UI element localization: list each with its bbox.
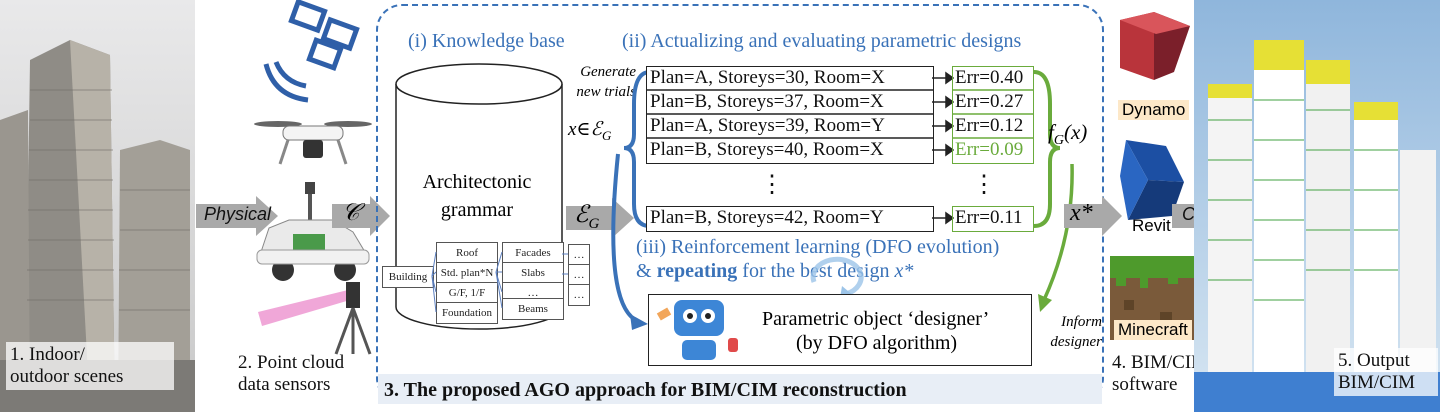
revit-icon [1120,140,1184,220]
rl-heading-line1: (iii) Reinforcement learning (DFO evolut… [636,236,1000,258]
sensors-panel [248,0,378,412]
tree-level3-0: … [568,244,590,266]
tree-level2-3: Beams [502,298,564,320]
physical-label: Physical [204,204,272,224]
knowledge-base-heading: (i) Knowledge base [408,30,565,52]
inform-designer-label: Inform designer [1050,314,1102,350]
tree-level3-2: … [568,284,590,306]
err-ellipsis: ⋮ [972,172,996,198]
rl-heading-line2: & repeating for the best design x* [636,260,914,282]
sensors-illustration [254,0,372,355]
satellite-icon [263,0,360,103]
tree-level1-1: Std. plan*N [436,262,498,284]
err-row-dividers [952,89,1034,139]
revit-label: Revit [1132,216,1171,235]
generate-brace [623,70,651,228]
tree-root-building: Building [382,266,434,288]
caption-output: 5. Output BIM/CIM [1334,348,1438,396]
repeat-cycle-icon [810,256,864,298]
robot-icon [656,300,738,360]
mapping-car-icon [256,182,370,281]
dynamo-icon [1120,12,1190,80]
err-value-1: Err=0.27 [955,91,1024,112]
dynamo-label: Dynamo [1118,100,1190,120]
approach-title: 3. The proposed AGO approach for BIM/CIM… [384,379,907,401]
minecraft-label: Minecraft [1114,320,1192,340]
feedback-arrow [611,153,648,330]
xstar-symbol: x* [1070,200,1093,226]
err-value-2: Err=0.12 [955,115,1024,136]
design-row-2: Plan=A, Storeys=39, Room=Y [650,115,885,136]
approach-title-bar [378,374,1102,404]
err-value-0: Err=0.40 [955,67,1024,88]
caption-sensors: 2. Point cloud data sensors [238,352,345,395]
caption-software: 4. BIM/CIM software [1112,352,1209,395]
design-row-1: Plan=B, Storeys=37, Room=X [650,91,884,112]
design-row-0: Plan=A, Storeys=30, Room=X [650,67,885,88]
tree-level1-2: G/F, 1/F [436,282,498,304]
design-row-ellipsis: ⋮ [760,172,784,198]
bim-model-illustration [1194,0,1440,412]
generate-trials-label: Generate new trials [576,64,636,100]
err-table [952,66,1034,164]
designer-line2: (by DFO algorithm) [796,332,958,354]
c-arrow: 𝒞 [332,196,390,236]
design-row-3: Plan=B, Storeys=40, Room=X [650,139,884,160]
designer-line1: Parametric object ‘designer’ [762,308,990,330]
design-row-last-box [646,206,934,232]
fg-x-label: fG(x) [1048,120,1088,149]
c-symbol: 𝒞 [342,200,360,226]
physical-arrow: Physical [196,196,278,236]
tree-level1-0: Roof [436,242,498,264]
design-row-5: Plan=B, Storeys=42, Room=Y [650,207,884,228]
tree-connectors [431,251,568,313]
design-row-dividers [646,89,934,139]
eg-symbol: ℰG [574,202,600,232]
eg-arrow: ℰG [566,198,634,238]
laser-scanner-icon [258,282,372,355]
tree-level3-1: … [568,264,590,286]
drone-icon [254,121,372,165]
output-bim-render [1194,0,1440,412]
err-last-box [952,206,1034,232]
x-in-eg-label: x∈ℰG [568,119,612,143]
evaluate-brace [1033,70,1074,312]
actualizing-heading: (ii) Actualizing and evaluating parametr… [622,30,1022,52]
row-to-err-arrows [932,71,954,225]
err-value-5: Err=0.11 [955,207,1023,228]
xstar-arrow: x* [1064,196,1122,236]
err-value-3-best: Err=0.09 [955,139,1024,160]
tree-level1-3: Foundation [436,302,498,324]
design-table [646,66,934,164]
grammar-label: Architectonic grammar [422,171,532,221]
caption-indoor-outdoor: 1. Indoor/ outdoor scenes [6,342,174,390]
